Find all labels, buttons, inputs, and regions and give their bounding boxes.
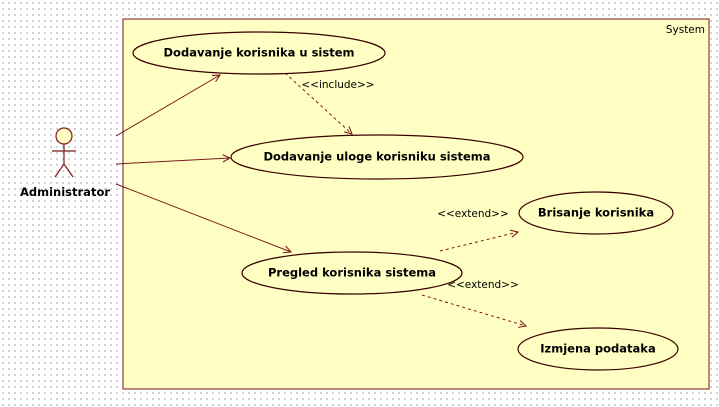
extend-dependency-edit (421, 294, 526, 326)
actor-right-leg (63, 163, 74, 178)
actor-left-leg (54, 163, 65, 178)
use-case-add-user[interactable]: Dodavanje korisnika u sistem (132, 31, 386, 75)
extend-delete-stereotype: <<extend>> (437, 208, 509, 220)
use-case-add-role[interactable]: Dodavanje uloge korisniku sistema (230, 134, 524, 180)
actor-name: Administrator (20, 185, 110, 199)
use-case-delete-user[interactable]: Brisanje korisnika (518, 191, 674, 235)
association-view-users (115, 183, 291, 252)
use-case-ellipse (241, 251, 463, 295)
association-add-user (115, 75, 220, 137)
extend-edit-stereotype: <<extend>> (447, 279, 519, 291)
use-case-view-users[interactable]: Pregled korisnika sistema (241, 251, 463, 295)
include-stereotype: <<include>> (301, 79, 374, 91)
association-add-role (115, 158, 230, 165)
system-label: System (666, 24, 705, 36)
use-case-ellipse (132, 31, 386, 75)
use-case-ellipse (230, 134, 524, 180)
use-case-ellipse (517, 327, 679, 371)
use-case-label: Brisanje korisnika (538, 206, 654, 220)
use-case-label: Pregled korisnika sistema (268, 266, 436, 280)
use-case-edit-data[interactable]: Izmjena podataka (517, 327, 679, 371)
use-case-label: Izmjena podataka (540, 342, 655, 356)
extend-dependency-delete (439, 232, 518, 252)
actor-head (55, 127, 73, 145)
administrator-actor[interactable] (52, 127, 76, 178)
use-case-label: Dodavanje uloge korisniku sistema (263, 150, 490, 164)
use-case-label: Dodavanje korisnika u sistem (164, 46, 355, 60)
use-case-ellipse (518, 191, 674, 235)
